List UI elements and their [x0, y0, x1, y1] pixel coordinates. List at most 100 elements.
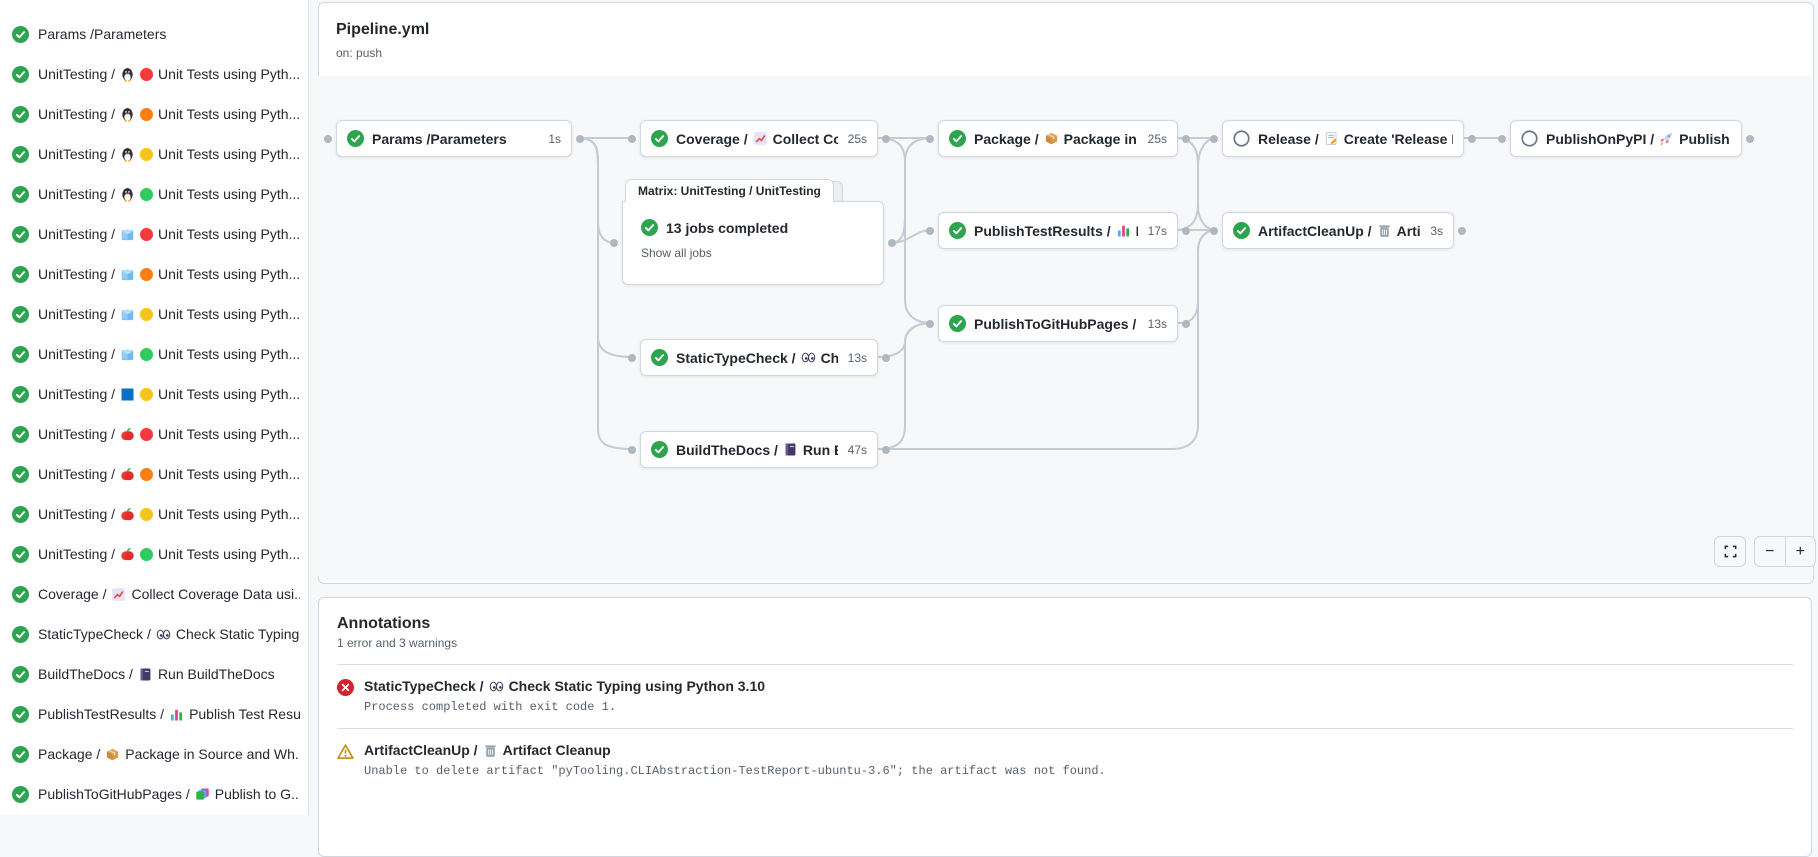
- check-circle-icon: [1233, 222, 1250, 239]
- connector-dot: [324, 134, 332, 143]
- dot-red-icon: [140, 427, 154, 441]
- sidebar-job-item[interactable]: UnitTesting /Unit Tests using Pyth...: [0, 494, 308, 534]
- annotation-message: Process completed with exit code 1.: [364, 700, 617, 714]
- job-label: UnitTesting /Unit Tests using Pyth...: [38, 506, 300, 522]
- sidebar-job-item[interactable]: UnitTesting /Unit Tests using Pyth...: [0, 414, 308, 454]
- connector-dot: [628, 134, 636, 143]
- sidebar-job-item[interactable]: PublishToGitHubPages /Publish to G...: [0, 774, 308, 814]
- matrix-status-text: 13 jobs completed: [666, 219, 789, 236]
- sidebar-job-item[interactable]: UnitTesting /Unit Tests using Pyth...: [0, 294, 308, 334]
- check-circle-icon: [12, 465, 29, 483]
- workflow-node-pypi[interactable]: PublishOnPyPI /Publish to ...: [1498, 120, 1754, 157]
- connector-dot: [1182, 319, 1190, 328]
- sidebar-job-item[interactable]: UnitTesting /Unit Tests using Pyth...: [0, 174, 308, 214]
- job-label: UnitTesting /Unit Tests using Pyth...: [38, 266, 300, 282]
- check-circle-icon: [12, 65, 29, 83]
- linux-icon: [120, 187, 135, 202]
- node-duration: 3s: [1430, 223, 1443, 238]
- sidebar-job-item[interactable]: Package /Package in Source and Wh...: [0, 734, 308, 774]
- show-all-jobs-link[interactable]: Show all jobs: [641, 246, 712, 260]
- chart-increasing-icon: [111, 587, 126, 602]
- connector-dot: [1210, 134, 1218, 143]
- sidebar-job-item[interactable]: UnitTesting /Unit Tests using Pyth...: [0, 94, 308, 134]
- fullscreen-button[interactable]: [1714, 536, 1746, 567]
- annotations-list: StaticTypeCheck /Check Static Typing usi…: [337, 664, 1793, 778]
- check-circle-icon: [949, 130, 966, 147]
- workflow-node-stc[interactable]: StaticTypeCheck /Chec...13s: [628, 339, 890, 376]
- connector-dot: [882, 353, 890, 362]
- connector-dot: [926, 134, 934, 143]
- sidebar-job-item[interactable]: UnitTesting /Unit Tests using Pyth...: [0, 54, 308, 94]
- job-label: StaticTypeCheck /Check Static Typing...: [38, 626, 300, 642]
- sidebar-job-item[interactable]: PublishTestResults /Publish Test Resu...: [0, 694, 308, 734]
- job-label: UnitTesting /Unit Tests using Pyth...: [38, 426, 300, 442]
- connector-dot: [1182, 226, 1190, 235]
- workflow-node-btd[interactable]: BuildTheDocs /Run Buil...47s: [628, 431, 890, 468]
- pipeline-title: Pipeline.yml: [336, 21, 430, 38]
- connector-dot: [1182, 134, 1190, 143]
- workflow-node-package[interactable]: Package /Package in So... 25s: [926, 120, 1190, 157]
- dot-orange-icon: [140, 267, 154, 281]
- annotation-severity: [337, 743, 354, 778]
- skipped-circle-icon: [1521, 130, 1538, 147]
- check-circle-icon: [12, 745, 29, 763]
- sidebar-job-item[interactable]: UnitTesting /Unit Tests using Pyth...: [0, 254, 308, 294]
- dot-yellow-icon: [140, 307, 154, 321]
- dot-yellow-icon: [140, 147, 154, 161]
- connector-dot: [1210, 226, 1218, 235]
- fullscreen-icon: [1723, 544, 1738, 559]
- check-circle-icon: [12, 345, 29, 363]
- eyes-icon: [156, 627, 171, 642]
- annotation-title-link[interactable]: StaticTypeCheck /Check Static Typing usi…: [364, 678, 766, 694]
- sidebar-job-item[interactable]: BuildTheDocs /Run BuildTheDocs: [0, 654, 308, 694]
- sidebar-job-item[interactable]: Params /Parameters: [0, 14, 308, 54]
- connector-dot: [1498, 134, 1506, 143]
- annotation-title-link[interactable]: ArtifactCleanUp /Artifact Cleanup: [364, 742, 611, 758]
- sidebar-job-item[interactable]: UnitTesting /Unit Tests using Pyth...: [0, 454, 308, 494]
- job-label: UnitTesting /Unit Tests using Pyth...: [38, 106, 300, 122]
- sidebar-job-item[interactable]: UnitTesting /Unit Tests using Pyth...: [0, 374, 308, 414]
- sidebar-job-item[interactable]: StaticTypeCheck /Check Static Typing...: [0, 614, 308, 654]
- job-label: UnitTesting /Unit Tests using Pyth...: [38, 226, 300, 242]
- job-label: UnitTesting /Unit Tests using Pyth...: [38, 146, 300, 162]
- bar-chart-icon: [169, 707, 184, 722]
- workflow-node-cleanup[interactable]: ArtifactCleanUp /Artifac... 3s: [1210, 212, 1466, 249]
- annotations-summary: 1 error and 3 warnings: [337, 636, 458, 650]
- connector-dot: [1458, 226, 1466, 235]
- ice-cube-icon: [120, 267, 135, 282]
- dot-orange-icon: [140, 107, 154, 121]
- workflow-node-pages[interactable]: PublishToGitHubPages /...13s: [926, 305, 1190, 342]
- node-label: BuildTheDocs /Run Buil...: [676, 441, 838, 458]
- workflow-node-coverage[interactable]: Coverage /Collect Cove...25s: [628, 120, 890, 157]
- annotation-item: StaticTypeCheck /Check Static Typing usi…: [337, 664, 1793, 714]
- zoom-in-button[interactable]: +: [1795, 542, 1805, 560]
- node-label: Package /Package in So...: [974, 130, 1138, 147]
- connector-dot: [576, 134, 584, 143]
- ice-cube-icon: [120, 347, 135, 362]
- node-duration: 13s: [1147, 316, 1167, 331]
- sidebar-job-item[interactable]: UnitTesting /Unit Tests using Pyth...: [0, 534, 308, 574]
- node-label: ArtifactCleanUp /Artifac...: [1258, 222, 1421, 239]
- matrix-tab[interactable]: Matrix: UnitTesting / UnitTesting: [625, 179, 834, 202]
- connector-dot: [610, 239, 618, 247]
- zoom-out-button[interactable]: −: [1755, 537, 1786, 566]
- matrix-card[interactable]: 13 jobs completed Show all jobs: [622, 201, 884, 285]
- sidebar-job-item[interactable]: UnitTesting /Unit Tests using Pyth...: [0, 214, 308, 254]
- workflow-node-release[interactable]: Release /Create 'Release P...: [1210, 120, 1476, 157]
- linux-icon: [120, 67, 135, 82]
- check-circle-icon: [12, 545, 29, 563]
- sidebar-job-item[interactable]: UnitTesting /Unit Tests using Pyth...: [0, 134, 308, 174]
- sidebar-job-item[interactable]: UnitTesting /Unit Tests using Pyth...: [0, 334, 308, 374]
- dot-red-icon: [140, 67, 154, 81]
- connector-dot: [888, 239, 896, 247]
- sidebar-job-item[interactable]: Coverage /Collect Coverage Data usi...: [0, 574, 308, 614]
- connector-dot: [926, 226, 934, 235]
- book-icon: [783, 442, 798, 457]
- workflow-node-ptr[interactable]: PublishTestResults /Pu...17s: [926, 212, 1190, 249]
- book-icon: [138, 667, 153, 682]
- connector-dot: [882, 134, 890, 143]
- node-duration: 25s: [1147, 131, 1167, 146]
- apple-icon: [120, 427, 135, 442]
